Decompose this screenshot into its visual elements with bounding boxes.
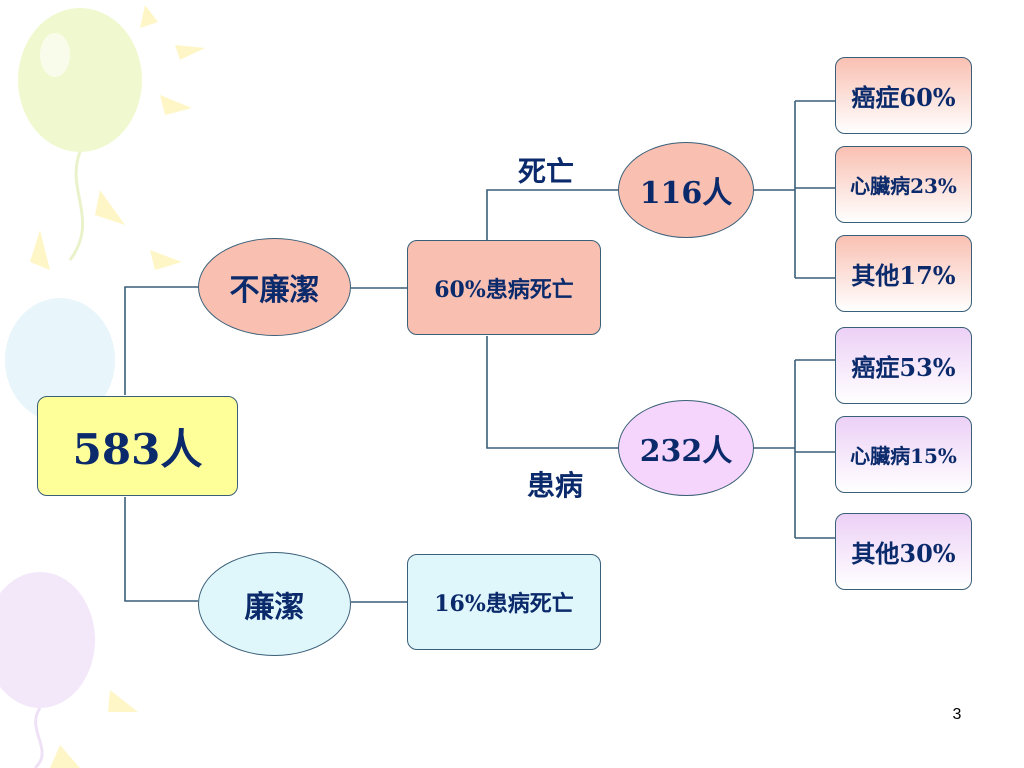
death-cause-box: 其他17% xyxy=(835,235,972,312)
death-branch-label: 死亡 xyxy=(518,155,575,188)
connector-outcome-death xyxy=(486,189,618,240)
clean-outcome-box: 16%患病死亡 xyxy=(407,554,601,650)
illness-cause-label: 癌症53% xyxy=(851,353,956,382)
death-cause-box: 心臟病23% xyxy=(835,146,972,223)
illness-cause-label: 其他30% xyxy=(851,539,956,568)
illness-cause-box: 癌症53% xyxy=(835,327,972,404)
connector-death-causes xyxy=(754,100,835,279)
death-cause-label: 其他17% xyxy=(851,261,956,290)
balloon-string-icon xyxy=(33,707,44,768)
balloon-blue-icon xyxy=(5,298,115,422)
death-count-node: 116人 xyxy=(618,142,754,238)
clean-outcome-label: 16%患病死亡 xyxy=(434,591,574,617)
death-count-label: 116人 xyxy=(639,176,733,211)
sun-ray-icon xyxy=(95,190,125,225)
connector-root-unclean xyxy=(124,286,198,395)
page-number: 3 xyxy=(952,706,962,723)
root-node: 583人 xyxy=(37,396,238,496)
connector-root-clean xyxy=(124,497,198,602)
sun-ray-icon xyxy=(30,230,50,270)
connector-illness-causes xyxy=(754,359,835,539)
sun-ray-icon xyxy=(150,250,182,270)
sun-ray-icon xyxy=(108,690,138,712)
illness-cause-box: 心臟病15% xyxy=(835,416,972,493)
sun-ray-icon xyxy=(140,5,158,28)
clean-node: 廉潔 xyxy=(198,552,351,656)
balloon-purple-icon xyxy=(0,572,95,708)
balloon-green-highlight-icon xyxy=(40,33,70,77)
death-cause-label: 心臟病23% xyxy=(850,174,957,198)
root-label: 583人 xyxy=(72,424,203,474)
unclean-outcome-label: 60%患病死亡 xyxy=(434,276,574,303)
clean-label: 廉潔 xyxy=(244,590,305,625)
balloon-string-icon xyxy=(68,151,85,261)
connector-outcome-illness xyxy=(486,336,618,449)
sun-ray-icon xyxy=(160,95,192,115)
unclean-label: 不廉潔 xyxy=(229,273,320,308)
death-cause-box: 癌症60% xyxy=(835,57,972,134)
death-cause-label: 癌症60% xyxy=(851,83,956,112)
illness-count-node: 232人 xyxy=(618,400,754,496)
unclean-node: 不廉潔 xyxy=(198,238,351,336)
sun-ray-icon xyxy=(175,45,205,60)
illness-cause-box: 其他30% xyxy=(835,513,972,590)
unclean-outcome-box: 60%患病死亡 xyxy=(407,240,601,335)
sun-ray-icon xyxy=(50,745,80,768)
illness-branch-label: 患病 xyxy=(527,469,584,502)
illness-cause-label: 心臟病15% xyxy=(850,444,957,468)
illness-count-label: 232人 xyxy=(639,434,733,469)
